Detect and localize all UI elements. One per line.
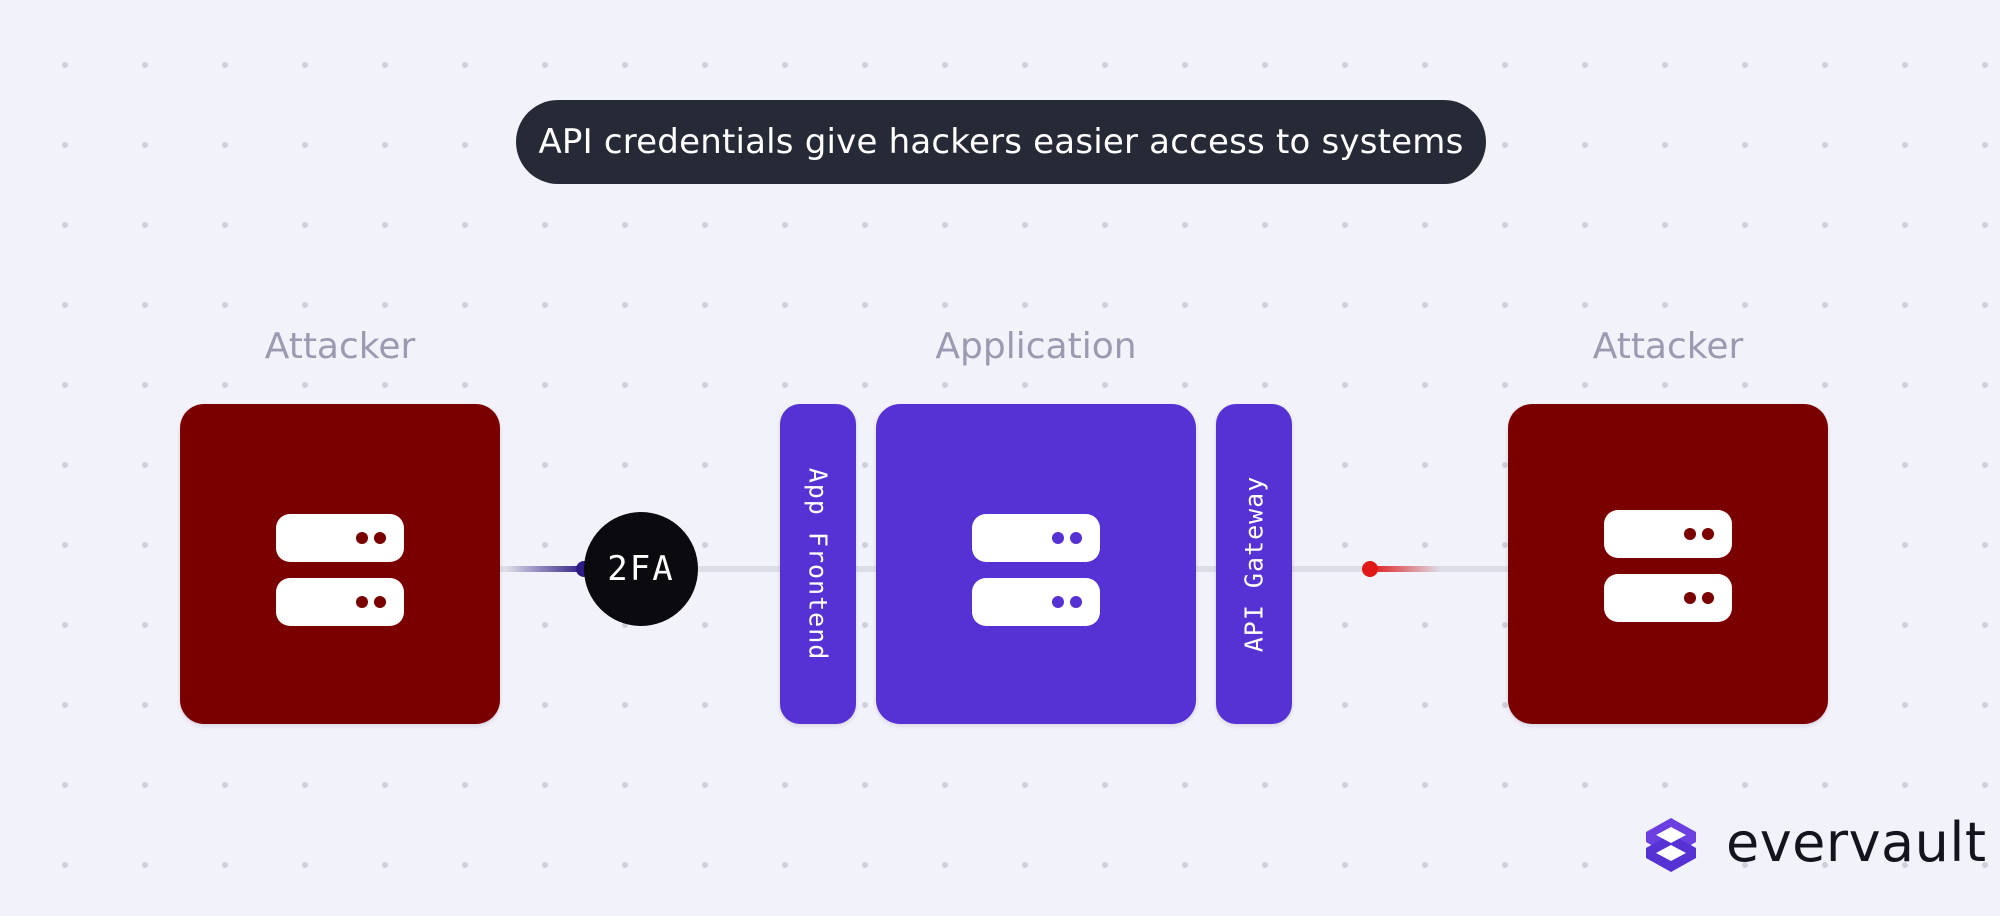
api-gateway-label: API Gateway (1239, 475, 1269, 653)
attack-line (1370, 566, 1440, 572)
diagram-title: API credentials give hackers easier acce… (538, 122, 1464, 162)
attack-endpoint (1362, 561, 1378, 577)
server-icon (276, 514, 404, 562)
application-node (876, 404, 1196, 724)
server-icon (1604, 574, 1732, 622)
connector-frontend-to-app (856, 566, 876, 572)
server-icon (972, 578, 1100, 626)
diagram-title-banner: API credentials give hackers easier acce… (516, 100, 1486, 184)
connector-app-to-gateway (1196, 566, 1216, 572)
brand-name: evervault (1726, 811, 1987, 874)
blocked-attack-line (506, 566, 584, 572)
server-icon (1604, 510, 1732, 558)
connector-2fa-to-frontend (698, 566, 780, 572)
two-factor-auth-badge: 2FA (584, 512, 698, 626)
right-attacker-node (1508, 404, 1828, 724)
app-frontend-layer: App Frontend (780, 404, 856, 724)
application-label: Application (935, 326, 1137, 367)
server-icon (972, 514, 1100, 562)
evervault-logo-icon (1646, 818, 1696, 872)
left-attacker-label: Attacker (264, 326, 416, 367)
server-icon (276, 578, 404, 626)
api-gateway-layer: API Gateway (1216, 404, 1292, 724)
two-factor-auth-label: 2FA (607, 549, 675, 589)
app-frontend-label: App Frontend (803, 467, 833, 661)
right-attacker-label: Attacker (1592, 326, 1744, 367)
left-attacker-node (180, 404, 500, 724)
